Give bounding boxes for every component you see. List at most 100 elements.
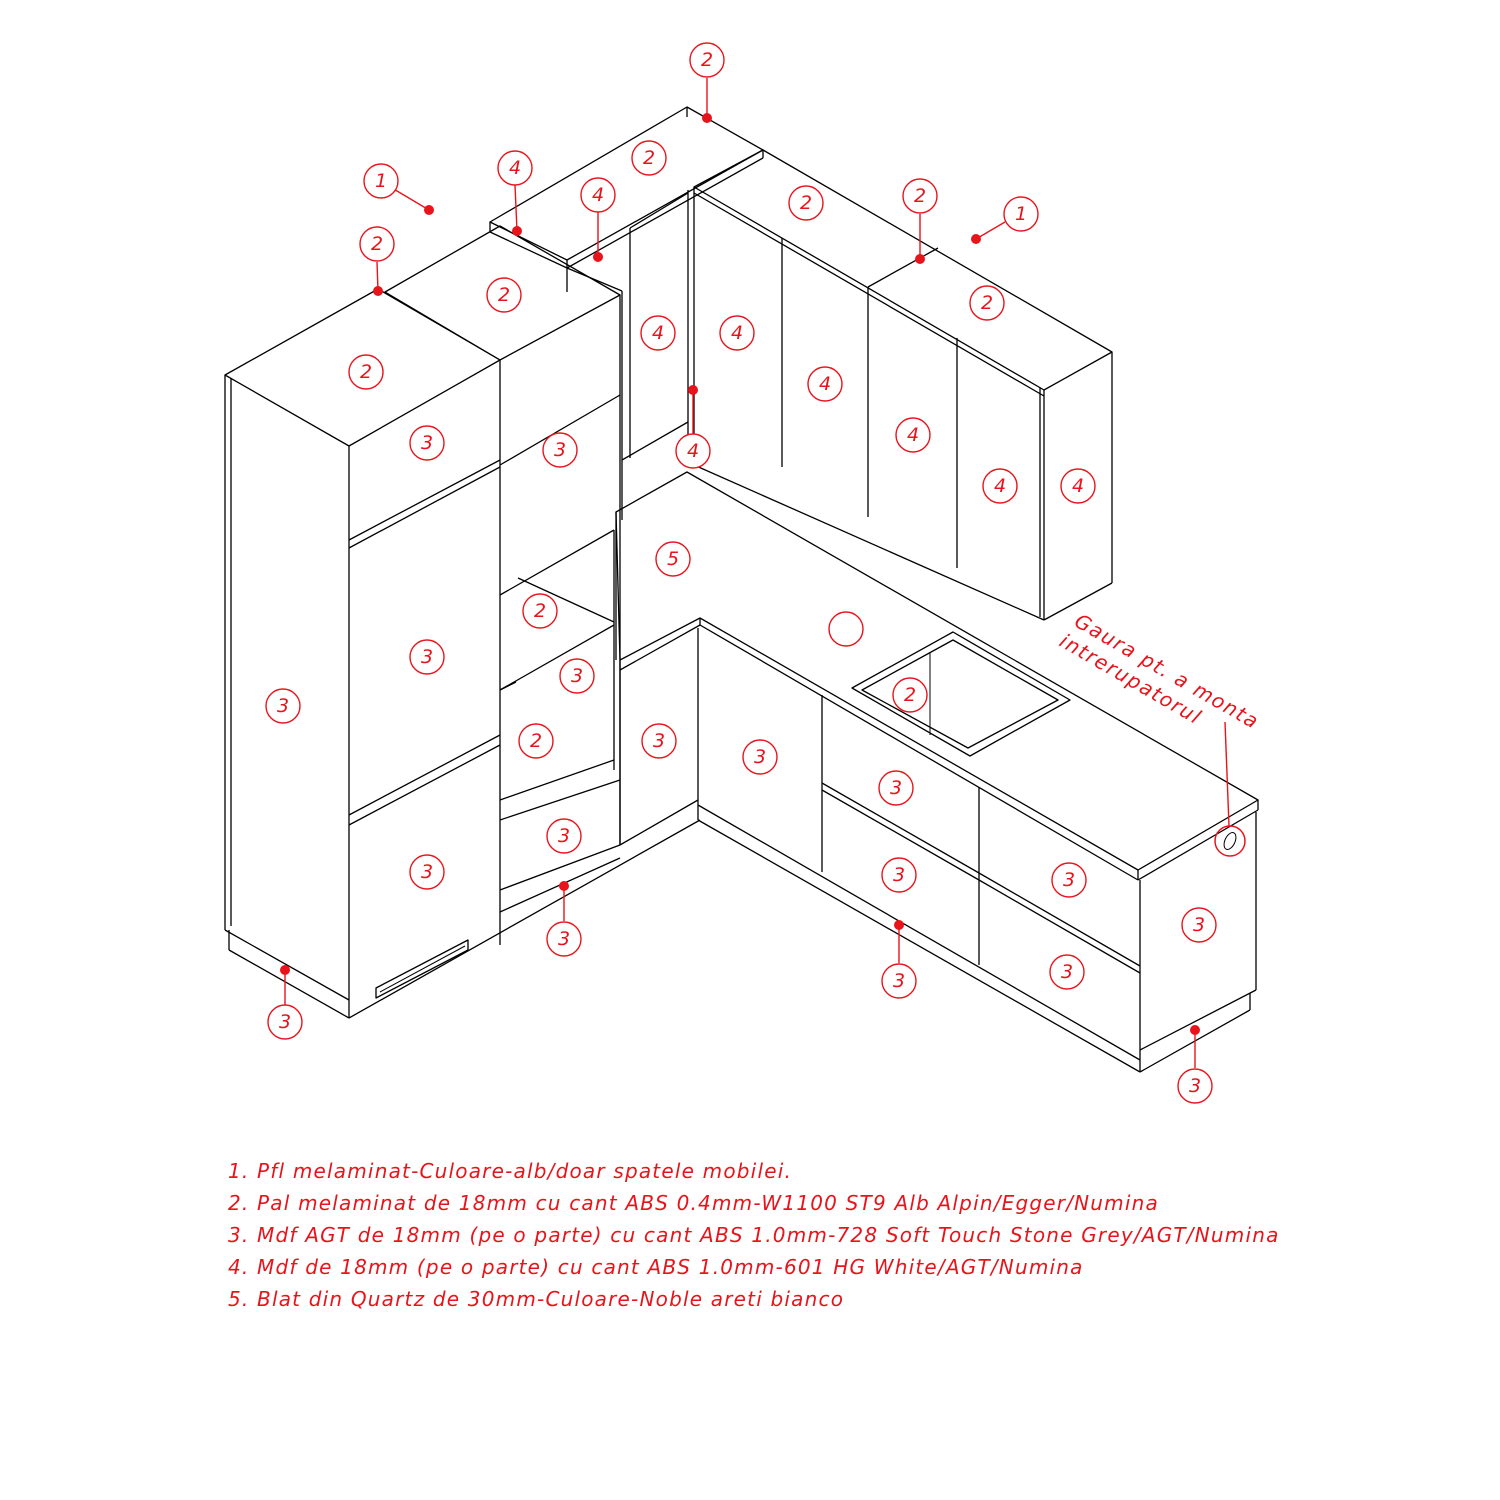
callout-number: 3 bbox=[1193, 914, 1205, 936]
callout-number: 2 bbox=[371, 233, 383, 255]
callout-3-plinth-right: 3 bbox=[881, 963, 917, 999]
callout-number: 4 bbox=[731, 322, 743, 344]
callout-4-door-b: 4 bbox=[719, 315, 755, 351]
callout-number: 3 bbox=[890, 777, 902, 799]
callout-number: 4 bbox=[907, 424, 919, 446]
tall-left-cabinet bbox=[224, 288, 501, 1019]
callout-number: 3 bbox=[554, 439, 566, 461]
callout-number: 2 bbox=[914, 185, 926, 207]
leader-lines bbox=[284, 78, 1230, 1068]
legend-item-3: 3. Mdf AGT de 18mm (pe o parte) cu cant … bbox=[228, 1223, 1280, 1247]
callout-3-tall-lower: 3 bbox=[409, 854, 445, 890]
callout-3-plinth-left: 3 bbox=[267, 1004, 303, 1040]
callout-2-oven-top: 2 bbox=[486, 277, 522, 313]
callout-3-drawer-b-bottom: 3 bbox=[1049, 954, 1085, 990]
callout-4-side-panel: 4 bbox=[1060, 468, 1096, 504]
callout-2-sink: 2 bbox=[892, 677, 928, 713]
callout-number: 2 bbox=[981, 292, 993, 314]
legend-item-1: 1. Pfl melaminat-Culoare-alb/doar spatel… bbox=[228, 1159, 793, 1183]
callout-number: 3 bbox=[754, 746, 766, 768]
callout-number: 3 bbox=[893, 864, 905, 886]
callout-number: 2 bbox=[904, 684, 916, 706]
callout-number: 3 bbox=[558, 825, 570, 847]
callout-number: 1 bbox=[375, 170, 387, 192]
upper-back-cabinets bbox=[489, 106, 764, 520]
callout-number: 3 bbox=[421, 432, 433, 454]
callout-3-base-corner: 3 bbox=[641, 723, 677, 759]
callout-number: 3 bbox=[893, 970, 905, 992]
callout-number: 3 bbox=[1063, 869, 1075, 891]
callout-1-back-right: 1 bbox=[1003, 196, 1039, 232]
callout-5-countertop-corner: 5 bbox=[655, 541, 691, 577]
callout-number: 1 bbox=[1015, 203, 1027, 225]
callout-4-corner-edge: 4 bbox=[675, 433, 711, 469]
callout-2-upper-right-end: 2 bbox=[969, 285, 1005, 321]
callout-3-drawer-a-bottom: 3 bbox=[881, 857, 917, 893]
callout-4-upper-edge: 4 bbox=[497, 150, 533, 186]
callout-4-door-e: 4 bbox=[982, 468, 1018, 504]
callout-number: 4 bbox=[819, 373, 831, 395]
callout-2-top-edge: 2 bbox=[689, 42, 725, 78]
callout-3-drawer-a-top: 3 bbox=[878, 770, 914, 806]
callout-number: 4 bbox=[1072, 475, 1084, 497]
legend-item-4: 4. Mdf de 18mm (pe o parte) cu cant ABS … bbox=[228, 1255, 1084, 1279]
material-callouts: 1 1 2 2 2 2 2 2 2 2 2 2 2 4 4 4 4 4 4 4 … bbox=[265, 42, 1217, 1104]
switch-hole-note: Gaura pt. a monta intrerupatorul bbox=[1056, 609, 1264, 734]
callout-number: 3 bbox=[421, 646, 433, 668]
callout-3-plinth-end: 3 bbox=[1177, 1068, 1213, 1104]
callout-2-tall-edge: 2 bbox=[359, 226, 395, 262]
callout-number: 2 bbox=[534, 600, 546, 622]
material-legend: 1. Pfl melaminat-Culoare-alb/doar spatel… bbox=[228, 1155, 1378, 1315]
callout-number: 2 bbox=[498, 284, 510, 306]
callout-3-tall-side: 3 bbox=[265, 688, 301, 724]
callout-number: 3 bbox=[558, 928, 570, 950]
callout-number: 3 bbox=[277, 695, 289, 717]
callout-3-end-panel: 3 bbox=[1181, 907, 1217, 943]
callout-number: 2 bbox=[360, 361, 372, 383]
callout-number: 4 bbox=[592, 184, 604, 206]
callout-number: 3 bbox=[279, 1011, 291, 1033]
callout-2-upper-back-top: 2 bbox=[631, 140, 667, 176]
callout-number: 2 bbox=[701, 49, 713, 71]
callout-number: 4 bbox=[652, 322, 664, 344]
callout-2-upper-right-edge: 2 bbox=[902, 178, 938, 214]
callout-2-shelf-upper: 2 bbox=[522, 593, 558, 629]
callout-number: 5 bbox=[667, 548, 679, 570]
callout-number: 2 bbox=[800, 192, 812, 214]
callout-2-tall-top: 2 bbox=[348, 354, 384, 390]
callout-3-tall-upper: 3 bbox=[409, 425, 445, 461]
callout-number: 2 bbox=[530, 730, 542, 752]
base-cabinets bbox=[619, 628, 1257, 1073]
callout-number: 3 bbox=[1061, 961, 1073, 983]
callout-number: 3 bbox=[1189, 1075, 1201, 1097]
callout-number: 2 bbox=[643, 147, 655, 169]
callout-3-base-door: 3 bbox=[742, 739, 778, 775]
legend-item-5: 5. Blat din Quartz de 30mm-Culoare-Noble… bbox=[228, 1287, 845, 1311]
callout-number: 4 bbox=[994, 475, 1006, 497]
countertop bbox=[615, 471, 1259, 881]
callout-3-oven-front: 3 bbox=[559, 658, 595, 694]
callout-4-door-a: 4 bbox=[640, 315, 676, 351]
upper-right-cabinets bbox=[693, 149, 1113, 621]
callout-3-tall-middle: 3 bbox=[409, 639, 445, 675]
callout-number: 4 bbox=[687, 440, 699, 462]
legend-item-2: 2. Pal melaminat de 18mm cu cant ABS 0.4… bbox=[228, 1191, 1159, 1215]
callout-number: 3 bbox=[571, 665, 583, 687]
callout-number: 4 bbox=[509, 157, 521, 179]
callout-4-upper-inner-edge: 4 bbox=[580, 177, 616, 213]
callout-3-oven-drawer: 3 bbox=[546, 818, 582, 854]
callout-5-countertop-right bbox=[828, 611, 864, 647]
callout-4-door-c: 4 bbox=[807, 366, 843, 402]
callout-4-door-d: 4 bbox=[895, 417, 931, 453]
callout-number: 3 bbox=[421, 861, 433, 883]
furniture-linework bbox=[224, 106, 1259, 1073]
callout-3-drawer-b-top: 3 bbox=[1051, 862, 1087, 898]
callout-number: 3 bbox=[653, 730, 665, 752]
callout-3-plinth-middle: 3 bbox=[546, 921, 582, 957]
callout-2-shelf-lower: 2 bbox=[518, 723, 554, 759]
callout-3-oven-upper: 3 bbox=[542, 432, 578, 468]
anchor-dots bbox=[280, 113, 1200, 1035]
callout-2-upper-right-top: 2 bbox=[788, 185, 824, 221]
callout-1-back-left: 1 bbox=[363, 163, 399, 199]
